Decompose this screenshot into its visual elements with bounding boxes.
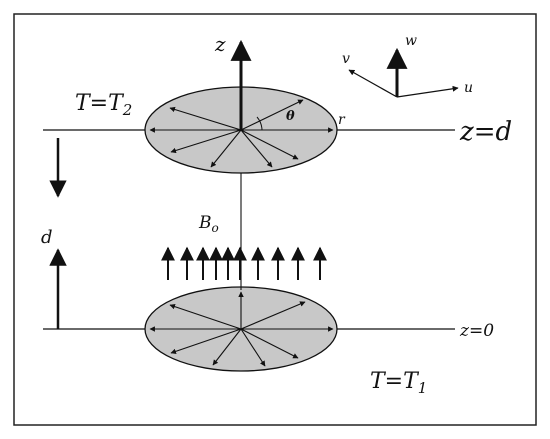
gap-label: d — [41, 227, 53, 248]
magnetic-field-arrows — [161, 246, 327, 280]
top-plate-position-label: z=d — [459, 117, 512, 147]
w-velocity-label: w — [405, 33, 417, 49]
theta-label: θ — [286, 109, 295, 124]
v-velocity-label: v — [342, 51, 350, 67]
radius-label: r — [338, 112, 346, 128]
top-temperature-label: T=T2 — [75, 91, 132, 119]
outer-frame — [13, 13, 537, 426]
bottom-plate-position-label: z=0 — [459, 321, 494, 341]
velocity-triad — [348, 47, 459, 98]
magnetic-field-label: Bo — [198, 213, 219, 235]
bottom-temperature-label: T=T1 — [370, 369, 427, 397]
u-velocity-label: u — [464, 80, 473, 96]
bottom-disk — [144, 286, 338, 372]
z-axis-label: z — [214, 32, 226, 56]
